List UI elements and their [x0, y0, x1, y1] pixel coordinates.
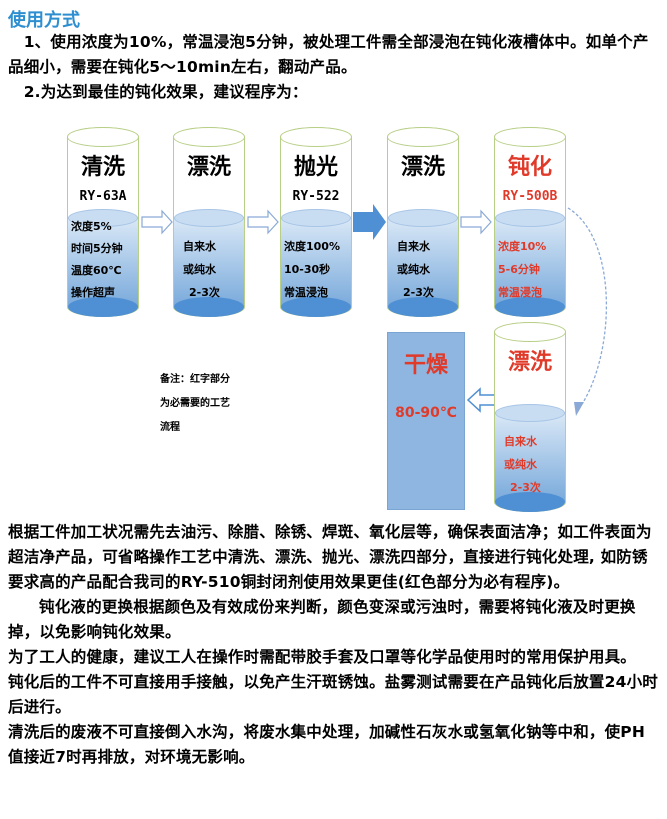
step-line: 自来水: [397, 240, 430, 253]
step-line: 常温浸泡: [498, 286, 542, 299]
body-paragraph: 清洗后的废液不可直接倒入水沟，将废水集中处理，加碱性石灰水或氢氧化钠等中和，使P…: [8, 723, 646, 766]
body-paragraph: 钝化后的工件不可直接用手接触，以免产生汗斑锈蚀。盐雾测试需要在产品钝化后放置24…: [8, 673, 658, 716]
step-line: 2-3次: [510, 481, 541, 494]
step-line: 时间5分钟: [71, 242, 123, 255]
note-line: 为必需要的工艺: [160, 398, 230, 409]
note-line: 备注：红字部分: [160, 374, 230, 385]
intro-line-1: 1、使用浓度为10%，常温浸泡5分钟，被处理工件需全部浸泡在钝化液槽体中。如单个…: [8, 33, 649, 76]
body-paragraph: 根据工件加工状况需先去油污、除腊、除锈、焊斑、氧化层等，确保表面洁净；如工件表面…: [8, 523, 652, 591]
step-line: 自来水: [183, 240, 216, 253]
step-title: 漂洗: [400, 155, 445, 180]
intro-text: 1、使用浓度为10%，常温浸泡5分钟，被处理工件需全部浸泡在钝化液槽体中。如单个…: [8, 30, 659, 105]
diagram-note: 备注：红字部分 为必需要的工艺 流程: [160, 368, 230, 440]
step-code: RY-500B: [502, 189, 558, 204]
diagram-arrows: [141, 204, 608, 416]
cylinder-polish: 抛光 RY-522 浓度100% 10-30秒 常温浸泡: [280, 127, 352, 317]
step-line: 10-30秒: [284, 263, 331, 276]
cylinder-rinse-1: 漂洗 自来水 或纯水 2-3次: [173, 127, 245, 317]
step-code: RY-522: [292, 189, 340, 204]
body-paragraph: 钝化液的更换根据颜色及有效成份来判断，颜色变深或污浊时，需要将钝化液及时更换掉，…: [8, 598, 636, 641]
step-line: 常温浸泡: [284, 286, 328, 299]
step-line: 2-3次: [189, 286, 220, 299]
step-title: 清洗: [80, 155, 125, 180]
step-line: 温度60℃: [71, 264, 122, 277]
step-line: 或纯水: [504, 458, 537, 471]
cylinder-rinse-3: 漂洗 自来水 或纯水 2-3次: [494, 322, 566, 512]
body-paragraph: 为了工人的健康，建议工人在操作时需配带胶手套及口罩等化学品使用时的常用保护用具。: [8, 648, 637, 666]
dry-box: 干燥 80-90℃: [387, 332, 465, 510]
step-line: 浓度100%: [284, 240, 340, 253]
step-line: 浓度10%: [498, 240, 547, 253]
step-code: RY-63A: [79, 189, 127, 204]
section-heading: 使用方式: [8, 10, 80, 31]
step-line: 自来水: [504, 435, 537, 448]
note-line: 流程: [160, 422, 180, 433]
step-title: 漂洗: [507, 350, 552, 375]
arrow-3-icon: [353, 204, 386, 240]
arrow-4-icon: [460, 209, 492, 235]
step-title: 抛光: [293, 155, 338, 180]
cylinder-rinse-2: 漂洗 自来水 或纯水 2-3次: [387, 127, 459, 317]
dry-title: 干燥: [403, 353, 448, 378]
step-title: 漂洗: [186, 155, 231, 180]
step-line: 浓度5%: [71, 220, 112, 233]
step-title: 钝化: [507, 155, 552, 180]
step-line: 操作超声: [71, 286, 115, 299]
step-line: 2-3次: [403, 286, 434, 299]
step-line: 或纯水: [397, 263, 430, 276]
arrow-2-icon: [247, 209, 279, 235]
intro-line-2: 2.为达到最佳的钝化效果，建议程序为：: [8, 83, 308, 101]
dry-temp: 80-90℃: [395, 405, 457, 421]
body-text: 根据工件加工状况需先去油污、除腊、除锈、焊斑、氧化层等，确保表面洁净；如工件表面…: [8, 520, 659, 770]
curve-arrow-icon: [567, 207, 608, 411]
step-line: 5-6分钟: [498, 263, 540, 276]
arrow-1-icon: [141, 209, 173, 235]
cylinder-clean: 清洗 RY-63A 浓度5% 时间5分钟 温度60℃ 操作超声: [67, 127, 139, 317]
process-diagram: 清洗 RY-63A 浓度5% 时间5分钟 温度60℃ 操作超声 漂洗 自来水 或…: [0, 110, 667, 520]
step-line: 或纯水: [183, 263, 216, 276]
cylinder-passivate: 钝化 RY-500B 浓度10% 5-6分钟 常温浸泡: [494, 127, 566, 317]
